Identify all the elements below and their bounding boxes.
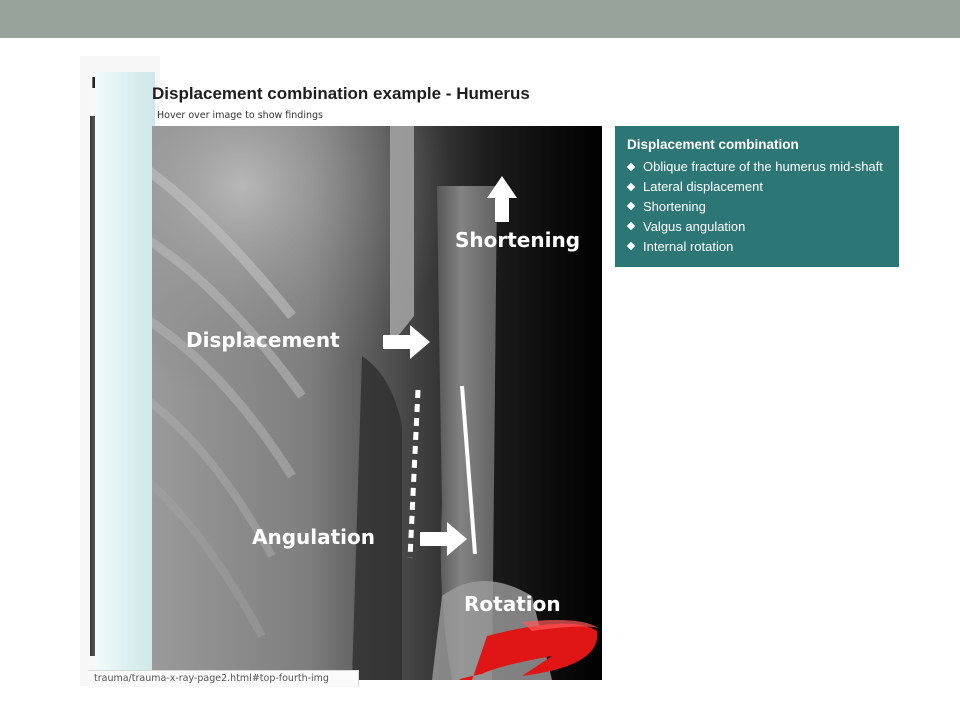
displacement-arrow-icon: [383, 325, 430, 359]
xray-rib-5: [152, 479, 266, 638]
finding-item: Shortening: [626, 197, 883, 217]
xray-rib-4: [152, 398, 276, 558]
finding-item: Valgus angulation: [626, 216, 883, 236]
xray-upper-fragment: [390, 126, 414, 346]
hover-hint: Hover over image to show findings: [157, 110, 323, 121]
label-rotation: Rotation: [464, 592, 561, 616]
humerus-xray-image[interactable]: Shortening Displacement Angulation Rotat…: [152, 126, 602, 680]
shortening-arrow-icon: [487, 176, 517, 222]
diamond-bullet-icon: [626, 182, 636, 191]
angulation-arrow-icon: [420, 522, 467, 556]
finding-item: Lateral displacement: [626, 177, 883, 197]
status-url: trauma/trauma-x-ray-page2.html#top-fourt…: [94, 673, 329, 684]
finding-text: Valgus angulation: [643, 218, 746, 234]
finding-item: Internal rotation: [626, 236, 883, 256]
finding-item: Oblique fracture of the humerus mid-shaf…: [626, 157, 883, 177]
label-shortening: Shortening: [455, 228, 580, 252]
diamond-bullet-icon: [626, 202, 636, 211]
top-band: [0, 0, 960, 38]
xray-rib-1: [152, 167, 296, 320]
diamond-bullet-icon: [626, 162, 636, 172]
findings-title: Displacement combination: [627, 137, 799, 152]
label-displacement: Displacement: [186, 328, 340, 352]
original-axis-dashed-line: [407, 389, 421, 559]
gradient-panel: [95, 72, 155, 670]
displaced-axis-line: [460, 385, 477, 555]
findings-panel: Displacement combination Oblique fractur…: [615, 126, 899, 267]
findings-list: Oblique fracture of the humerus mid-shaf…: [626, 157, 883, 256]
browser-status-bar: trauma/trauma-x-ray-page2.html#top-fourt…: [88, 670, 359, 687]
xray-rib-3: [152, 317, 296, 479]
finding-text: Lateral displacement: [643, 179, 763, 195]
xray-soft-tissue-shadow: [352, 356, 402, 680]
page-title: Displacement combination example - Humer…: [152, 84, 530, 103]
xray-rib-2: [152, 237, 306, 399]
diamond-bullet-icon: [626, 222, 636, 231]
finding-text: Oblique fracture of the humerus mid-shaf…: [643, 159, 883, 175]
diamond-bullet-icon: [626, 241, 636, 251]
rotation-arrow-icon: [459, 620, 598, 680]
label-angulation: Angulation: [252, 525, 375, 549]
finding-text: Shortening: [643, 198, 706, 214]
finding-text: Internal rotation: [643, 238, 734, 254]
